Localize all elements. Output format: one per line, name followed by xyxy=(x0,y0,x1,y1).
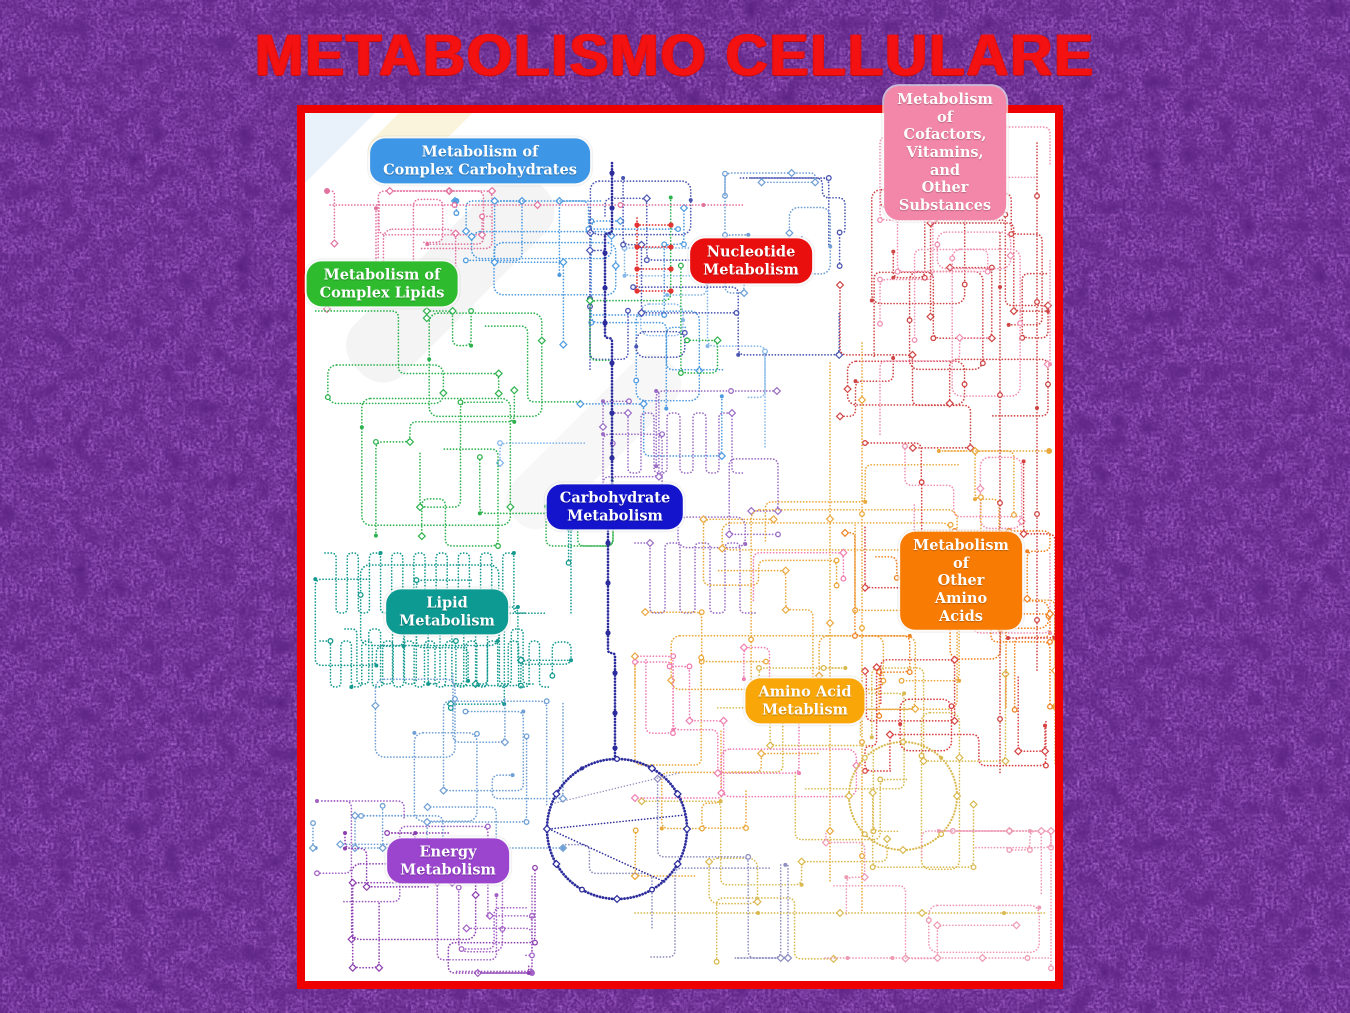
pathway-cluster-red xyxy=(860,440,1055,774)
pathway-cluster-indigo xyxy=(585,175,846,371)
pathway-cluster-crimson xyxy=(835,183,1053,453)
label-nucleotide-metabolism: Nucleotide Metabolism xyxy=(690,238,812,284)
pathway-cluster-blue xyxy=(450,196,727,461)
metabolic-map: Metabolism of Complex Carbohydrates Meta… xyxy=(305,86,1055,981)
pathway-link-pink_rose xyxy=(824,953,1051,963)
tca-cycle-circle xyxy=(542,756,692,904)
pathway-link-amber xyxy=(825,362,835,884)
label-complex-carbohydrates: Metabolism of Complex Carbohydrates xyxy=(370,138,590,184)
pathway-link-crimson xyxy=(995,232,1005,774)
glycolysis-spine xyxy=(602,161,618,763)
label-lipid-metabolism: Lipid Metabolism xyxy=(386,589,508,635)
pathway-cluster-green xyxy=(585,195,722,376)
map-panel: Metabolism of Complex Carbohydrates Meta… xyxy=(297,86,1063,989)
label-carbohydrate-metabolism: Carbohydrate Metabolism xyxy=(546,484,684,530)
pathway-cluster-pink_rose xyxy=(821,826,1055,972)
label-complex-lipids: Metabolism of Complex Lipids xyxy=(306,261,458,307)
nucleotide-ladder xyxy=(634,217,674,294)
pathway-cluster-teal xyxy=(319,638,551,689)
pathway-cluster-amber xyxy=(630,446,1055,881)
pathway-link-rose xyxy=(329,200,746,210)
label-cofactors-vitamins: Metabolism of Cofactors, Vitamins, and O… xyxy=(884,86,1006,220)
pathway-cluster-slate xyxy=(562,774,793,963)
pathway-link-amber xyxy=(857,342,867,914)
pathway-link-gold xyxy=(634,908,1046,918)
label-other-amino-acids: Metabolism of Other Amino Acids xyxy=(900,531,1022,631)
gold-cycle-circle xyxy=(844,739,962,855)
pathway-cluster-magenta xyxy=(630,548,861,803)
page-title: METABOLISMO CELLULARE xyxy=(255,23,1095,88)
label-amino-acid-metabolism: Amino Acid Metablism xyxy=(745,678,865,724)
pathway-link-crimson xyxy=(1034,142,1040,674)
pathway-cluster-green xyxy=(312,306,614,549)
pathway-cluster-steel xyxy=(308,672,568,853)
label-energy-metabolism: Energy Metabolism xyxy=(387,838,509,884)
